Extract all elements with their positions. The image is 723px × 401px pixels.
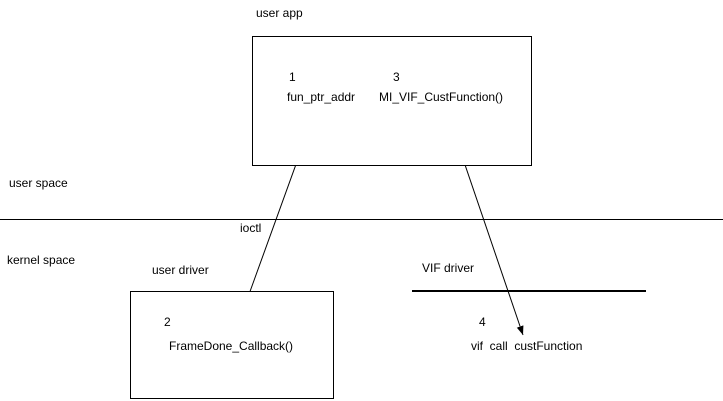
label-user-driver: user driver <box>152 263 209 277</box>
step-1-label: fun_ptr_addr <box>287 90 356 104</box>
label-kernel-space: kernel space <box>7 253 76 267</box>
step-3-number: 3 <box>393 70 400 84</box>
label-vif-driver: VIF driver <box>422 261 475 275</box>
step-4-label: vif call custFunction <box>471 339 583 353</box>
step-4-number: 4 <box>479 315 486 329</box>
vif-driver-box <box>412 290 646 292</box>
label-user-space: user space <box>9 176 68 190</box>
label-user-app: user app <box>256 6 303 20</box>
step-2-number: 2 <box>164 315 171 329</box>
user-app-box <box>252 36 532 166</box>
step-2-label: FrameDone_Callback() <box>169 339 294 353</box>
label-ioctl: ioctl <box>240 221 262 235</box>
step-3-label: MI_VIF_CustFunction() <box>379 90 504 104</box>
step-1-number: 1 <box>289 70 296 84</box>
user-driver-box <box>130 291 334 399</box>
